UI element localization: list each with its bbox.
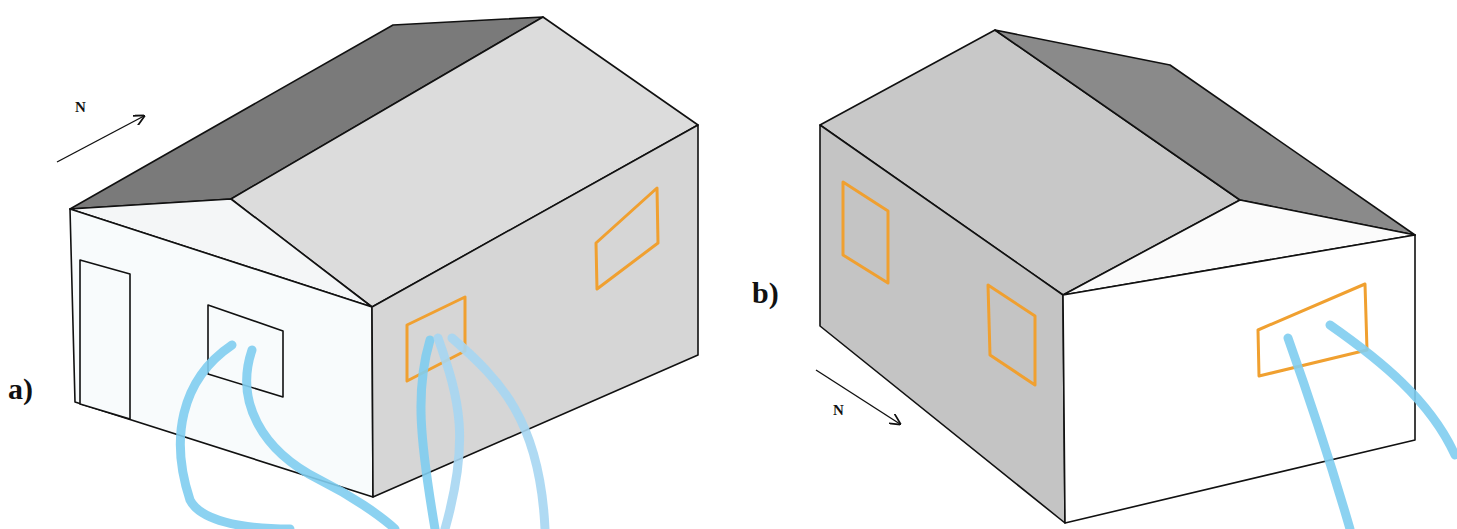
panel-label: b) (752, 278, 779, 308)
side-wall (820, 125, 1065, 523)
airflow (180, 325, 1455, 529)
window (1258, 284, 1367, 376)
house-a (70, 17, 698, 497)
roof-dark (995, 30, 1415, 235)
front-wall (1063, 235, 1415, 523)
north-arrow (816, 370, 900, 424)
airflow-plume (1288, 338, 1350, 529)
airflow-plume (180, 345, 290, 529)
north-arrow (57, 116, 144, 162)
window (596, 188, 658, 289)
north-label: N (75, 100, 86, 115)
airflow-plume (1330, 325, 1455, 455)
airflow-plume (421, 340, 435, 529)
airflow-plume (452, 338, 545, 529)
north-label: N (833, 403, 844, 418)
panel-label: a) (8, 374, 33, 404)
window (843, 182, 888, 283)
door (80, 260, 130, 419)
window (988, 285, 1035, 385)
airflow-plume (438, 338, 460, 529)
airflow-plume (247, 350, 395, 529)
